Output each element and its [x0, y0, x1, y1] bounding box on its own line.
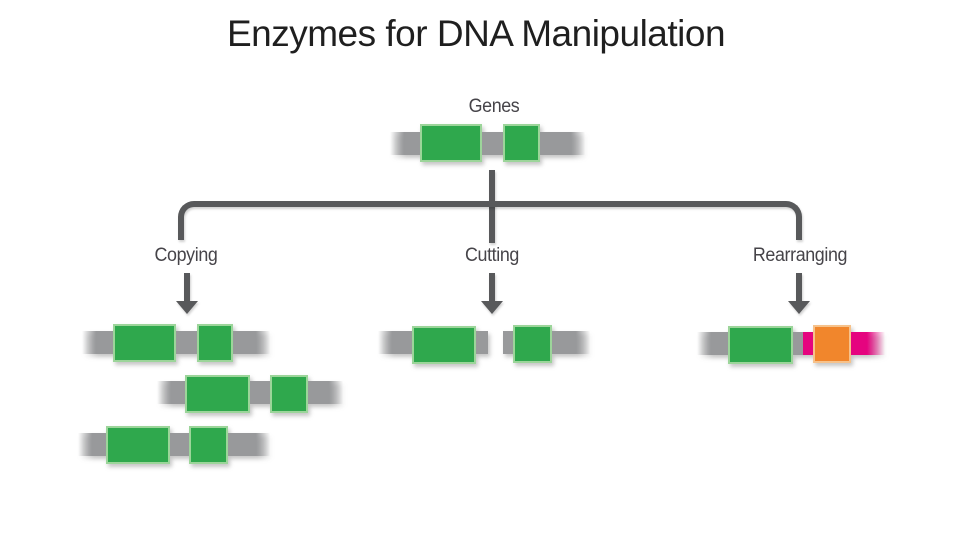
copying-down-arrow-icon: [176, 273, 198, 315]
arrow-head: [481, 301, 503, 314]
branch-label-cutting: Cutting: [465, 245, 519, 266]
gene-block-small: [270, 375, 308, 413]
gene-block-small: [189, 426, 228, 464]
arrow-shaft: [184, 273, 190, 302]
branch-label-copying: Copying: [154, 245, 218, 266]
gene-block-large: [113, 324, 176, 362]
rearranged-strand: [695, 324, 890, 364]
gene-block-small: [197, 324, 233, 362]
slide-title: Enzymes for DNA Manipulation: [226, 13, 726, 54]
gene-block-large: [106, 426, 170, 464]
dna-backbone: [82, 331, 270, 354]
branch-bracket: [178, 201, 802, 240]
gene-block-large: [728, 326, 793, 364]
gene-block-small: [503, 124, 540, 162]
cut-strand-right-fragment: [503, 325, 593, 365]
gene-block-large: [420, 124, 482, 162]
gene-block-large: [185, 375, 250, 413]
branch-label-rearranging: Rearranging: [752, 245, 848, 266]
insert-block-orange: [813, 325, 851, 363]
genes-label: Genes: [468, 96, 520, 117]
copied-strand-2: [155, 374, 355, 414]
arrow-shaft: [796, 273, 802, 302]
gene-block-small: [513, 325, 552, 363]
cutting-down-arrow-icon: [481, 273, 503, 315]
arrow-head: [176, 301, 198, 314]
gene-block-large: [412, 326, 476, 364]
arrow-head: [788, 301, 810, 314]
rearranging-down-arrow-icon: [788, 273, 810, 315]
genes-dna-strand: [388, 124, 588, 164]
copied-strand-1: [80, 324, 280, 364]
copied-strand-3: [76, 425, 276, 465]
arrow-shaft: [489, 273, 495, 302]
cut-strand-left-fragment: [376, 325, 491, 365]
